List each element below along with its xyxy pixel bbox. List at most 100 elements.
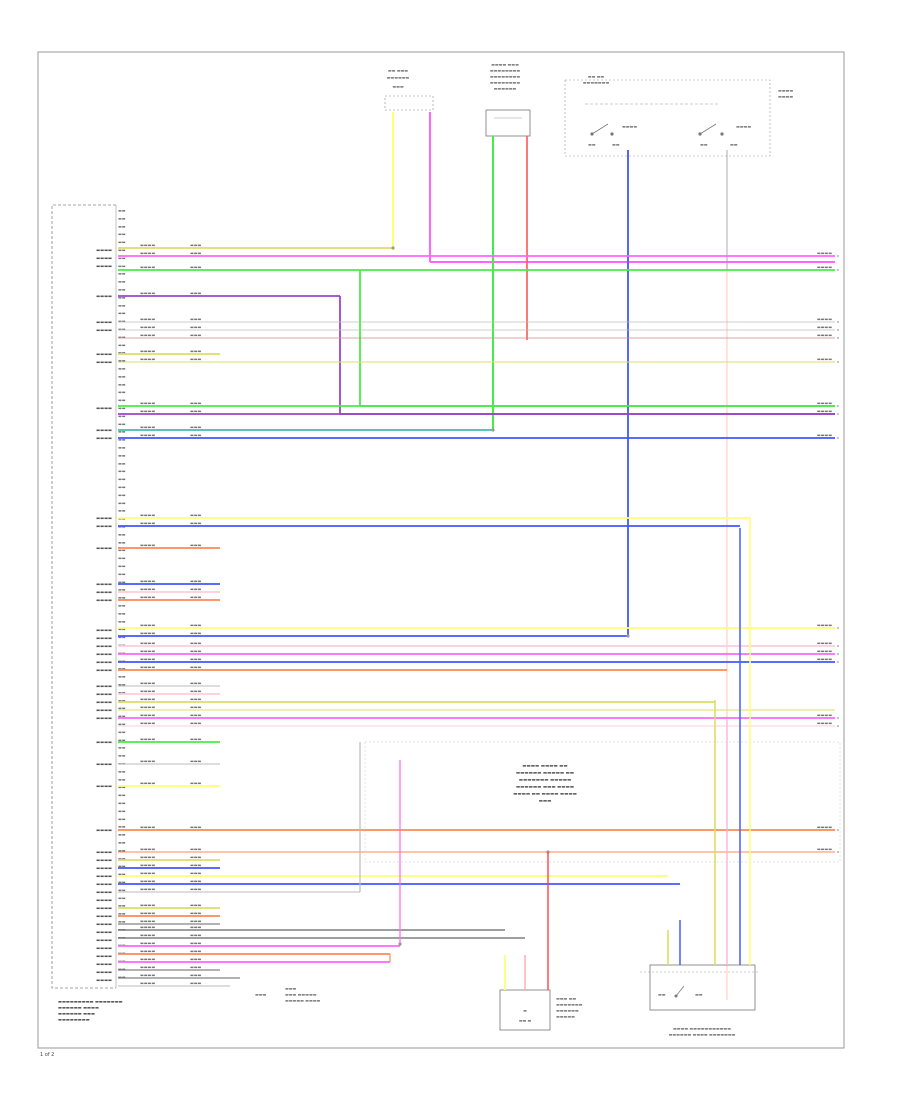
- pin-label: ▬▬▬▬: [96, 598, 112, 603]
- right-connector-labels: ▬▬▬▬▬▬▬▬▬▬▬▬▬▬▬▬▬▬▬▬▬▬▬▬▬▬▬▬▬▬▬▬▬▬▬▬▬▬▬▬…: [817, 251, 839, 853]
- wire-code: ▬▬▬: [190, 825, 202, 830]
- right-wire-label: ▬▬▬▬: [817, 325, 832, 330]
- svg-text:▬▬▬▬▬▬: ▬▬▬▬▬▬: [556, 1008, 579, 1013]
- pin-number: ▬▬: [118, 564, 126, 569]
- svg-text:▬▬: ▬▬: [695, 992, 703, 997]
- pin-label: ▬▬▬▬: [96, 946, 112, 951]
- pin-number: ▬▬: [118, 872, 126, 877]
- pin-label: ▬▬▬▬: [96, 320, 112, 325]
- wire-code: ▬▬▬▬: [140, 433, 155, 438]
- wire-code: ▬▬▬▬: [140, 595, 155, 600]
- right-wire-label: ▬▬▬▬: [817, 847, 832, 852]
- wire-code: ▬▬▬▬: [140, 325, 155, 330]
- pin-label: ▬▬▬▬: [96, 882, 112, 887]
- pin-number: ▬▬: [118, 919, 126, 924]
- wire-code: ▬▬▬: [190, 759, 202, 764]
- pin-number: ▬▬: [118, 390, 126, 395]
- pin-number: ▬▬: [118, 658, 126, 663]
- right-wire-label: ▬▬▬▬: [817, 433, 832, 438]
- pin-number: ▬▬: [118, 587, 126, 592]
- wire-code: ▬▬▬: [190, 623, 202, 628]
- wire-code: ▬▬▬▬: [140, 681, 155, 686]
- connector-pin: [837, 717, 839, 719]
- pin-number: ▬▬: [118, 540, 126, 545]
- svg-text:▬▬▬▬▬▬▬: ▬▬▬▬▬▬▬: [556, 1002, 583, 1007]
- pin-label: ▬▬▬▬: [96, 668, 112, 673]
- pin-label: ▬▬▬▬: [96, 930, 112, 935]
- pin-number: ▬▬: [118, 911, 126, 916]
- wire-code: ▬▬▬: [190, 957, 202, 962]
- pin-number: ▬▬: [118, 966, 126, 971]
- pin-number: ▬▬: [118, 690, 126, 695]
- wire-code: ▬▬▬▬: [140, 949, 155, 954]
- wire-code: ▬▬▬: [190, 325, 202, 330]
- pin-label: ▬▬▬▬: [96, 652, 112, 657]
- pin-number: ▬▬: [118, 224, 126, 229]
- pin-number: ▬▬: [118, 548, 126, 553]
- pin-number: ▬▬: [118, 666, 126, 671]
- svg-text:▬▬▬▬ ▬▬▬▬▬▬▬▬▬▬▬: ▬▬▬▬ ▬▬▬▬▬▬▬▬▬▬▬: [673, 1026, 731, 1031]
- pin-number: ▬▬: [118, 311, 126, 316]
- wire-code: ▬▬▬: [190, 333, 202, 338]
- wire-code: ▬▬▬▬: [140, 781, 155, 786]
- pin-number: ▬▬: [118, 595, 126, 600]
- pin-number: ▬▬: [118, 556, 126, 561]
- wire-code: ▬▬▬: [190, 631, 202, 636]
- svg-text:▬▬▬▬▬▬▬: ▬▬▬▬▬▬▬: [583, 80, 610, 85]
- pin-number: ▬▬: [118, 722, 126, 727]
- pin-number: ▬▬: [118, 650, 126, 655]
- wire-code: ▬▬▬▬: [140, 713, 155, 718]
- svg-text:▬▬▬▬: ▬▬▬▬: [778, 88, 793, 93]
- svg-text:▬▬▬▬▬▬▬▬: ▬▬▬▬▬▬▬▬: [490, 74, 520, 79]
- wire-code: ▬▬▬: [190, 689, 202, 694]
- pin-label: ▬▬▬▬: [96, 866, 112, 871]
- pin-label: ▬▬▬▬: [96, 684, 112, 689]
- wire-color-codes: ▬▬▬▬▬▬▬▬▬▬▬▬▬▬▬▬▬▬▬▬▬▬▬▬▬▬▬▬▬▬▬▬▬▬▬▬▬▬▬▬…: [140, 243, 202, 986]
- note-block: ▬▬▬▬ ▬▬▬▬ ▬▬ ▬▬▬▬▬▬ ▬▬▬▬▬ ▬▬ ▬▬▬▬▬▬▬ ▬▬▬…: [364, 741, 841, 863]
- svg-text:▬▬: ▬▬: [612, 142, 620, 147]
- pin-number: ▬▬: [118, 714, 126, 719]
- wire-code: ▬▬▬: [190, 409, 202, 414]
- pin-number: ▬▬: [118, 295, 126, 300]
- svg-text:▬▬: ▬▬: [658, 992, 666, 997]
- pin-label: ▬▬▬▬: [96, 406, 112, 411]
- connector-pin: [837, 255, 839, 257]
- right-wire-label: ▬▬▬▬: [817, 401, 832, 406]
- wire-code: ▬▬▬: [190, 579, 202, 584]
- wire-code: ▬▬▬: [190, 243, 202, 248]
- pin-label: ▬▬▬▬: [96, 708, 112, 713]
- wire-code: ▬▬▬: [190, 925, 202, 930]
- wire-code: ▬▬▬▬: [140, 649, 155, 654]
- pin-label: ▬▬▬▬: [96, 256, 112, 261]
- pin-number: ▬▬: [118, 437, 126, 442]
- right-wire-label: ▬▬▬▬: [817, 623, 832, 628]
- pin-label: ▬▬▬▬: [96, 716, 112, 721]
- pin-label: ▬▬▬▬: [96, 978, 112, 983]
- right-wire-label: ▬▬▬▬: [817, 265, 832, 270]
- wire-code: ▬▬▬▬: [140, 657, 155, 662]
- wire-code: ▬▬▬: [190, 349, 202, 354]
- svg-text:▬▬▬▬▬▬▬▬: ▬▬▬▬▬▬▬▬: [490, 80, 520, 85]
- pin-number: ▬▬: [118, 619, 126, 624]
- svg-text:▬▬▬ ▬▬: ▬▬▬ ▬▬: [556, 996, 576, 1001]
- svg-text:▬▬▬▬ ▬▬▬▬ ▬▬: ▬▬▬▬ ▬▬▬▬ ▬▬: [522, 764, 567, 769]
- pin-number: ▬▬: [118, 334, 126, 339]
- accelerator-pedal-sensor: ▬▬ ▬▬ ▬▬▬▬ ▬▬▬▬▬▬▬▬▬▬▬ ▬▬▬▬▬▬ ▬▬▬▬ ▬▬▬▬▬…: [640, 518, 760, 1037]
- pin-number: ▬▬: [118, 816, 126, 821]
- pin-label: ▬▬▬▬: [96, 644, 112, 649]
- pin-number: ▬▬: [118, 959, 126, 964]
- pin-number: ▬▬: [118, 287, 126, 292]
- pin-label: ▬▬▬▬: [96, 954, 112, 959]
- pin-number: ▬▬: [118, 248, 126, 253]
- pin-label: ▬▬▬▬: [96, 546, 112, 551]
- pin-number: ▬▬: [118, 469, 126, 474]
- wire-code: ▬▬▬: [190, 781, 202, 786]
- pin-label: ▬▬▬▬: [96, 428, 112, 433]
- wire-code: ▬▬▬▬: [140, 513, 155, 518]
- right-wire-label: ▬▬▬▬: [817, 317, 832, 322]
- pin-number: ▬▬: [118, 382, 126, 387]
- module-pin-numbers: ▬▬ ▬▬ ▬▬ ▬▬ ▬▬ ▬▬ ▬▬ ▬▬ ▬▬ ▬▬ ▬▬ ▬▬ ▬▬ ▬▬ ▬▬ ▬▬ ▬▬ ▬▬ ▬▬ ▬▬…: [118, 208, 126, 979]
- connector-pin: [837, 661, 839, 663]
- pin-number: ▬▬: [118, 240, 126, 245]
- right-wire-label: ▬▬▬▬: [817, 357, 832, 362]
